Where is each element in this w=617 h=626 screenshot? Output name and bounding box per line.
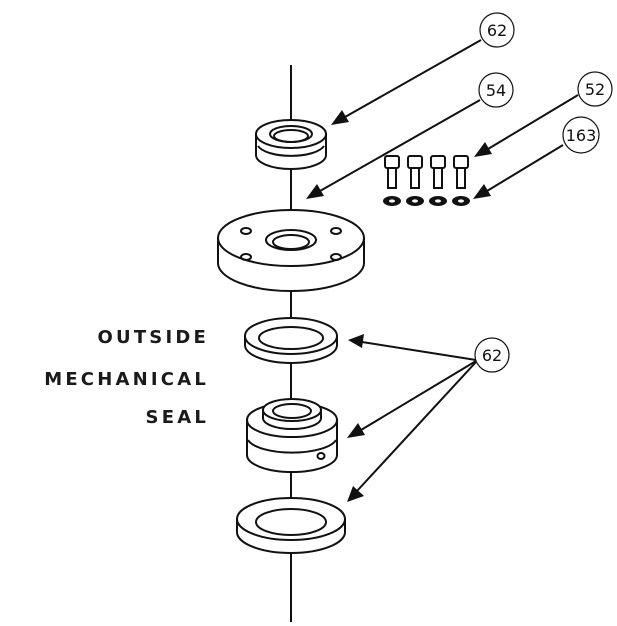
caption-line-outside: OUTSIDE xyxy=(97,327,209,348)
seal-ring-upper-part xyxy=(244,317,338,364)
leader-62-seal xyxy=(347,334,477,502)
bolt-3 xyxy=(430,155,446,189)
leader-163 xyxy=(473,144,564,199)
leader-54 xyxy=(306,99,481,199)
bolt-4 xyxy=(453,155,469,189)
leader-52 xyxy=(474,94,579,157)
seal-head-part xyxy=(246,398,338,473)
callout-54-label: 54 xyxy=(486,81,506,100)
gland-flange-part xyxy=(217,209,365,292)
callout-52-label: 52 xyxy=(585,80,605,99)
bolt-2 xyxy=(407,155,423,189)
washers-part xyxy=(383,196,470,206)
leader-62-top xyxy=(331,39,482,125)
callout-62-top: 62 xyxy=(479,12,515,48)
caption-line-seal: SEAL xyxy=(145,407,209,428)
callout-52: 52 xyxy=(577,71,613,107)
callout-62-top-label: 62 xyxy=(487,21,507,40)
caption-line-mechanical: MECHANICAL xyxy=(44,369,209,390)
callout-163-label: 163 xyxy=(566,126,597,145)
top-bushing-part xyxy=(255,119,327,170)
callout-62-seal: 62 xyxy=(474,337,510,373)
callout-163: 163 xyxy=(562,116,600,154)
callout-62-seal-label: 62 xyxy=(482,346,502,365)
seal-ring-lower-part xyxy=(236,497,346,554)
callout-54: 54 xyxy=(478,72,514,108)
bolts-part xyxy=(384,155,469,189)
bolt-1 xyxy=(384,155,400,189)
